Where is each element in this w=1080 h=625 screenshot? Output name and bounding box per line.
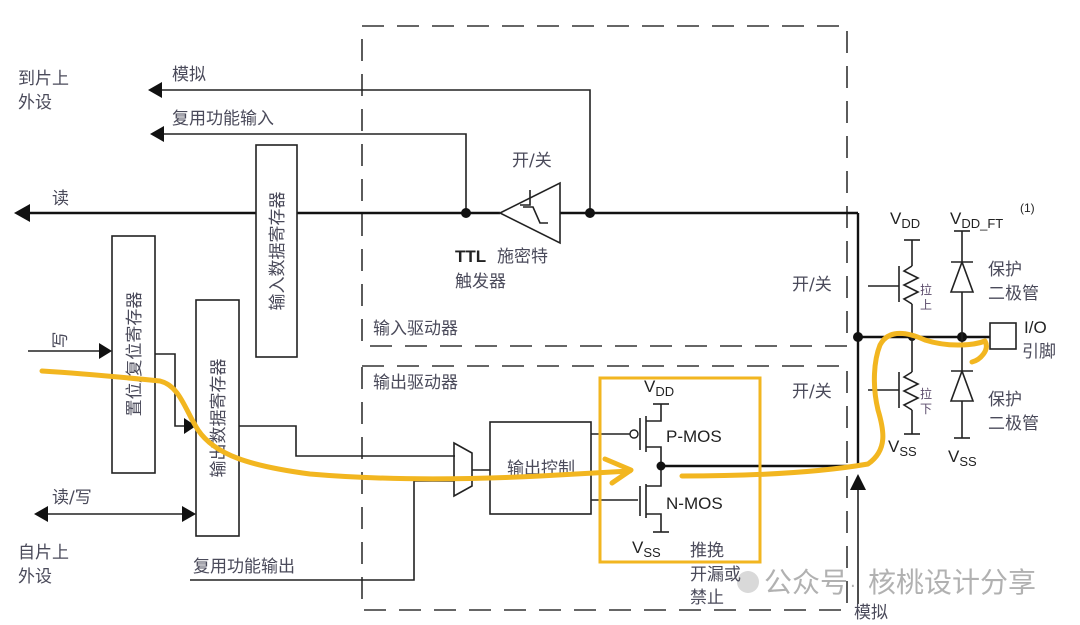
protect-diode-top-label-2: 二极管	[988, 284, 1039, 304]
watermark-separator: ·	[850, 576, 856, 597]
arrow-left-icon	[34, 506, 48, 522]
pull-down-resistor	[868, 337, 920, 435]
watermark: 公众号 · 核桃设计分享	[737, 566, 1036, 599]
open-drain-label-2: 禁止	[690, 588, 724, 608]
pulldown-vss-label: VSS	[888, 437, 917, 459]
nmos-vss-label: VSS	[632, 538, 661, 560]
input-driver-label: 输入驱动器	[373, 319, 458, 339]
nmos-transistor	[639, 466, 669, 533]
pullup-on-off-label: 开/关	[792, 275, 832, 295]
analog-label: 模拟	[172, 65, 206, 85]
wechat-icon	[737, 571, 759, 593]
arrow-right-icon	[182, 506, 196, 522]
junction-dot	[585, 208, 595, 218]
pull-up-label-1: 拉	[920, 282, 932, 297]
trigger-on-off-label: 开/关	[512, 151, 552, 171]
junction-dot	[853, 332, 863, 342]
io-pin-label-1: I/O	[1024, 318, 1047, 337]
to-peripheral-label-1: 到片上	[18, 69, 69, 89]
arrow-left-icon	[150, 126, 164, 142]
highlight-box-output-stage	[598, 376, 762, 564]
to-peripheral-label-2: 外设	[18, 93, 52, 113]
output-driver-label: 输出驱动器	[373, 373, 458, 393]
from-peripheral-label-2: 外设	[18, 567, 52, 587]
arrow-right-icon	[99, 343, 112, 359]
schmitt-label-2: 触发器	[455, 272, 506, 292]
arrow-left-icon	[148, 82, 162, 98]
highlight-signal-path	[39, 331, 989, 486]
pull-up-label-2: 上	[920, 298, 932, 312]
read-line	[14, 204, 858, 222]
pmos-gate-bubble	[629, 429, 639, 439]
arrow-left-icon	[14, 204, 30, 222]
analog-bottom-label: 模拟	[854, 603, 888, 623]
input-data-register-label: 输入数据寄存器	[268, 192, 288, 311]
from-peripheral-label-1: 自片上	[18, 543, 69, 563]
pull-down-label-2: 下	[920, 402, 932, 416]
pmos-vdd-label: VDD	[644, 377, 674, 399]
arrow-up-icon	[850, 474, 866, 490]
watermark-account-name: 核桃设计分享	[868, 566, 1036, 599]
read-write-label: 读/写	[52, 488, 92, 508]
diode-vss-label: VSS	[948, 447, 977, 469]
protect-diode-bottom-label-1: 保护	[988, 390, 1022, 410]
protection-diode-bottom	[949, 337, 975, 439]
pulldown-on-off-label: 开/关	[792, 382, 832, 402]
write-label: 写	[51, 332, 71, 349]
vdd-ft-label: VDD_FT	[950, 209, 1003, 231]
junction-dot	[461, 208, 471, 218]
pull-up-resistor	[868, 239, 920, 337]
bit-set-reset-register-box	[111, 235, 156, 474]
alt-func-input-line	[150, 126, 467, 213]
protect-diode-top-label-1: 保护	[988, 260, 1022, 280]
output-data-register-label: 输出数据寄存器	[209, 359, 229, 478]
read-label: 读	[52, 189, 69, 209]
pmos-transistor	[639, 403, 669, 466]
multiplexer-symbol	[453, 441, 473, 498]
analog-output-line	[850, 474, 866, 604]
input-driver-boundary	[361, 25, 848, 347]
protection-diode-top	[949, 230, 975, 337]
analog-input-line	[148, 82, 591, 213]
odr-to-mux-line	[239, 425, 455, 457]
alt-func-input-label: 复用功能输入	[172, 109, 274, 129]
pmos-label: P-MOS	[666, 427, 722, 446]
vdd-ft-footnote: (1)	[1020, 201, 1035, 215]
nmos-label: N-MOS	[666, 494, 723, 513]
schmitt-trigger-symbol	[498, 181, 561, 245]
ttl-label: TTL	[455, 247, 486, 266]
pull-down-label-1: 拉	[920, 386, 932, 401]
io-pin-pad	[989, 322, 1017, 350]
write-line	[28, 343, 112, 359]
pullup-vdd-label: VDD	[890, 209, 920, 231]
push-pull-label: 推挽	[690, 541, 724, 561]
io-pin-label-2: 引脚	[1022, 342, 1056, 362]
read-write-line	[34, 506, 196, 522]
watermark-account-label: 公众号	[764, 566, 848, 599]
output-control-box	[489, 421, 592, 515]
alt-func-output-label: 复用功能输出	[193, 557, 295, 577]
bit-set-reset-register-label: 置位/复位寄存器	[125, 292, 145, 417]
output-driver-boundary	[361, 365, 848, 611]
open-drain-label-1: 开漏或	[690, 565, 741, 585]
schmitt-label-1: 施密特	[497, 247, 548, 267]
input-data-register-box	[255, 144, 298, 358]
output-data-register-box	[195, 299, 240, 537]
protect-diode-bottom-label-2: 二极管	[988, 414, 1039, 434]
